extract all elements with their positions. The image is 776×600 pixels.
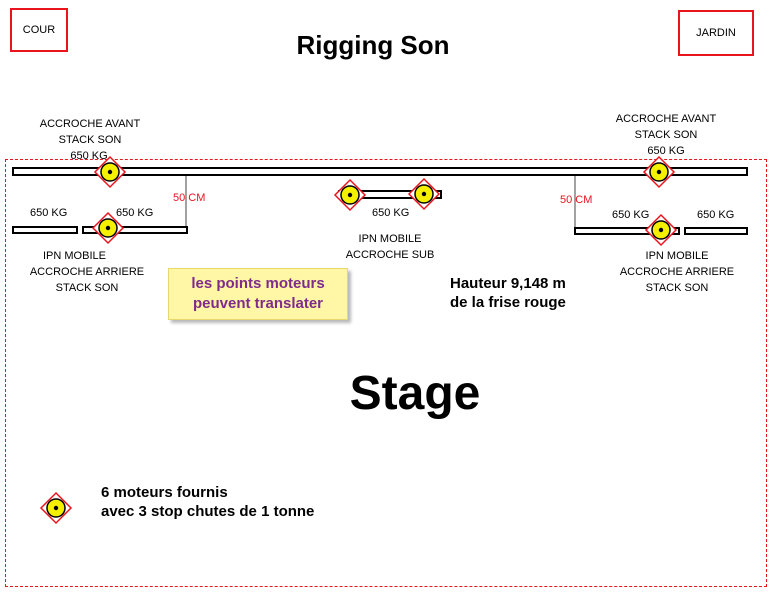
stage-frame: [5, 159, 767, 587]
rear-right-ipn-a: [574, 227, 680, 235]
legend-motor-icon: [39, 491, 73, 525]
motor-front-right-icon: [642, 155, 676, 189]
motor-rear-right-icon: [644, 213, 678, 247]
front-left-label: ACCROCHE AVANT STACK SON 650 KG: [39, 118, 141, 162]
stage-label: Stage: [349, 367, 481, 420]
cour-box: COUR: [10, 8, 68, 52]
weight-rear-left-b: 650 KG: [116, 207, 154, 219]
cour-label: COUR: [22, 24, 56, 36]
rear-right-ipn-b: [684, 227, 748, 235]
weight-rear-left-a: 650 KG: [30, 207, 68, 219]
rear-left-ipn-b: [82, 226, 188, 234]
rear-right-line-label: IPN MOBILE ACCROCHE ARRIERE STACK SON: [619, 250, 735, 294]
page-title: Rigging Son: [296, 30, 450, 60]
motor-front-left-icon: [93, 155, 127, 189]
height-note: Hauteur 9,148 m de la frise rouge: [450, 275, 566, 311]
rear-left-line-label: IPN MOBILE ACCROCHE ARRIERE STACK SON: [29, 250, 145, 294]
weight-sub: 650 KG: [372, 207, 410, 219]
weight-rear-right-a: 650 KG: [612, 209, 650, 221]
rear-left-ipn-a: [12, 226, 78, 234]
sub-line-label: IPN MOBILE ACCROCHE SUB: [345, 233, 435, 261]
jardin-box: JARDIN: [678, 10, 754, 56]
weight-rear-right-b: 650 KG: [697, 209, 735, 221]
front-right-label: ACCROCHE AVANT STACK SON 650 KG: [615, 113, 717, 157]
offset-left: 50 CM: [173, 192, 206, 204]
motor-rear-left-icon: [91, 211, 125, 245]
motor-sub-left-icon: [333, 178, 367, 212]
motor-sub-right-icon: [407, 177, 441, 211]
translate-callout: les points moteurs peuvent translater: [168, 268, 348, 320]
jardin-label: JARDIN: [696, 27, 736, 39]
legend-text: 6 moteurs fournis avec 3 stop chutes de …: [101, 484, 315, 520]
front-truss: [12, 167, 748, 176]
offset-right: 50 CM: [560, 194, 593, 206]
